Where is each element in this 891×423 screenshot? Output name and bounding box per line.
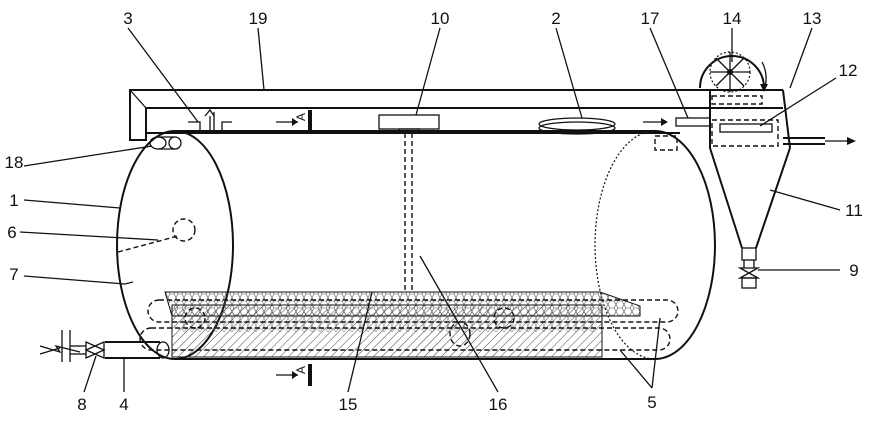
label-16: 16 [489,395,508,414]
stirrer [378,114,440,292]
label-9: 9 [849,261,858,280]
label-13: 13 [803,9,822,28]
label-14: 14 [723,9,742,28]
inlet-pipe [39,330,170,362]
label-10: 10 [431,9,450,28]
label-1: 1 [9,191,18,210]
top-duct [129,89,783,141]
label-6: 6 [7,223,16,242]
label-12: 12 [839,61,858,80]
section-mark-top: A [276,110,312,132]
section-label-bottom: A [294,366,308,374]
label-8: 8 [77,395,86,414]
nozzles [149,117,711,151]
label-3: 3 [123,9,132,28]
cyclone [709,89,856,261]
tank-body [116,130,716,360]
label-2: 2 [551,9,560,28]
label-19: 19 [249,9,268,28]
label-17: 17 [641,9,660,28]
section-mark-bottom: A [276,364,312,386]
label-18: 18 [5,153,24,172]
label-11: 11 [845,201,863,220]
bottom-valve [737,260,761,289]
seal-element [188,108,232,134]
distribution-pipes [139,299,679,351]
inspection-window [117,218,196,285]
label-15: 15 [339,395,358,414]
label-7: 7 [9,265,18,284]
label-4: 4 [119,395,128,414]
label-5: 5 [647,393,656,412]
leader-lines [19,27,841,393]
duct-flow-arrow [643,118,668,126]
section-label-top: A [294,113,308,121]
filter-bed [164,291,641,358]
